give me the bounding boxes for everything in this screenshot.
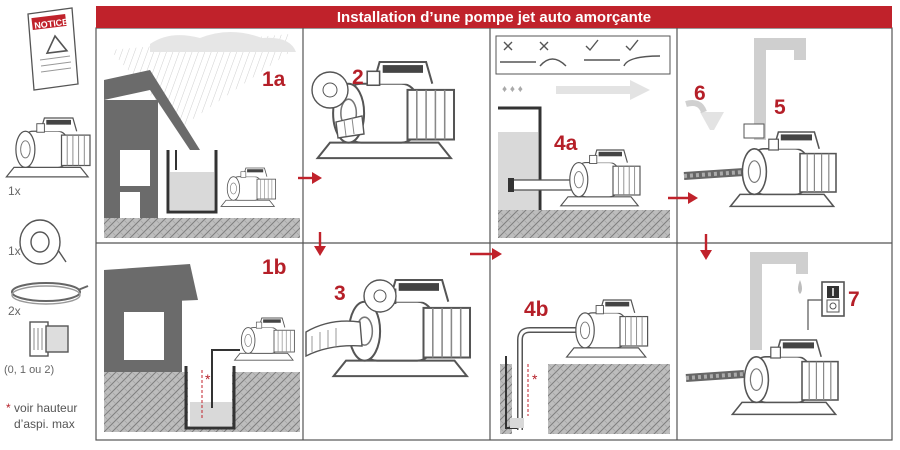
pump-quantity: 1x [8,184,21,198]
step-4b-label: 4b [524,298,549,321]
teflon-tape-icon [19,219,67,265]
tape-roll-icon [311,71,349,109]
panel-5-6 [683,38,837,208]
step-7-label: 7 [848,288,860,311]
diagram-title: Installation d’une pompe jet auto amorça… [96,6,892,28]
max-suction-note: * voir hauteur d’aspi. max [6,400,77,432]
star-marker-4b: * [532,371,538,387]
power-switch-icon [821,281,845,317]
panel-3 [305,278,472,378]
arrow-right-icon [470,248,502,260]
step-2-label: 2 [352,66,364,89]
note-star: * [6,401,11,415]
note-line-2: d’aspi. max [14,417,75,431]
notice-label: NOTICE [34,17,69,31]
arrow-right-icon [668,192,698,204]
note-line-1: voir hauteur [14,401,78,415]
threaded-fitting-icon [29,321,69,357]
step-3-label: 3 [334,282,346,305]
arrow-right-icon [298,172,322,184]
tape-quantity: 1x [8,244,21,258]
hose-quantity: 2x [8,304,21,318]
star-marker-1b: * [205,371,211,387]
fitting-quantity: (0, 1 ou 2) [4,364,55,376]
tape-roll-icon-3 [363,279,397,313]
panel-1b [104,264,300,432]
panel-grid [95,27,893,441]
panel-4a: ♦ ♦ ♦ [495,35,671,238]
step-5-label: 5 [774,96,786,119]
step-1a-label: 1a [262,68,286,91]
kit-pump-icon [5,117,91,178]
notice-document-icon: NOTICE [27,7,79,91]
arrow-down-icon [700,234,712,260]
hose-clamp-icon [11,282,89,305]
panel-1a [104,32,300,238]
panel-4b [500,299,670,434]
hose-routing-icons [500,39,661,67]
step-1b-label: 1b [262,256,287,279]
panel-2 [311,60,456,160]
step-6-label: 6 [694,82,706,105]
panel-7 [685,252,845,416]
step-4a-label: 4a [554,132,578,155]
flow-arrows [298,172,712,260]
svg-text:♦ ♦ ♦: ♦ ♦ ♦ [502,84,523,95]
arrow-down-icon [314,232,326,256]
